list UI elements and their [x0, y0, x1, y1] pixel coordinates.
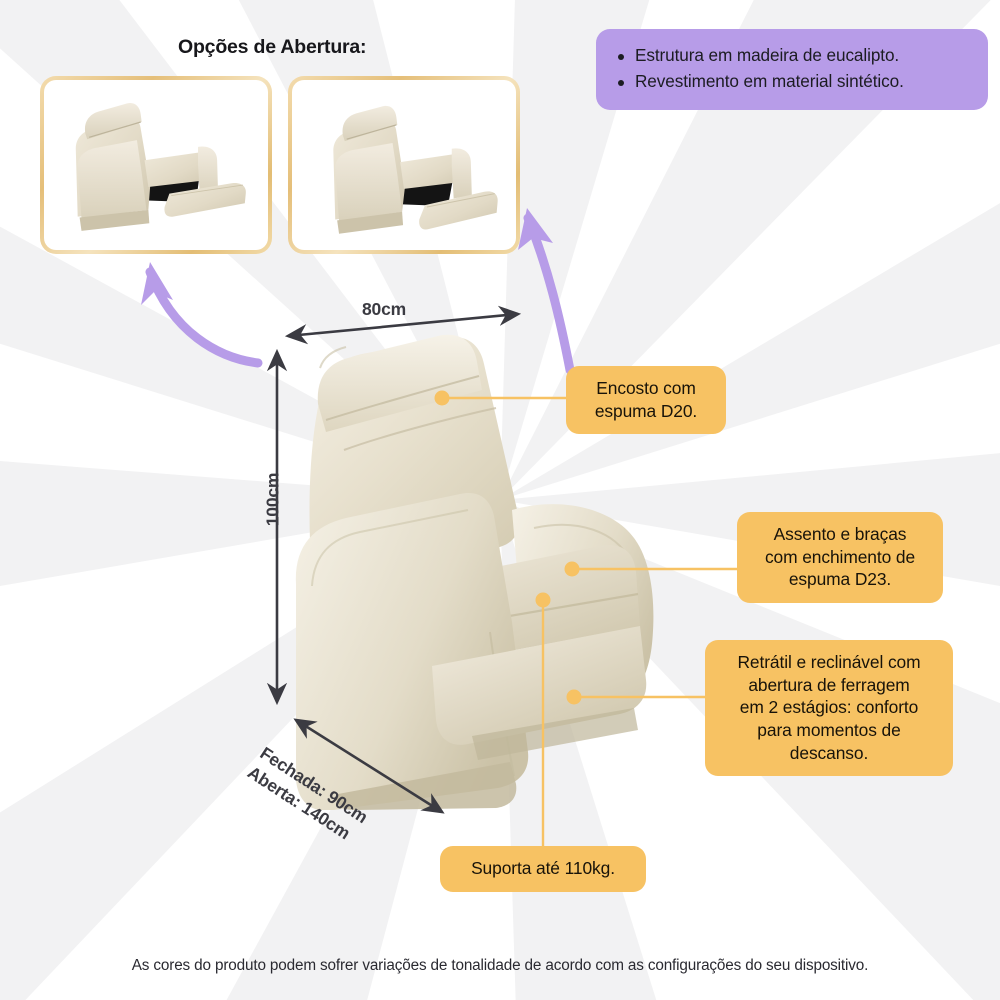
spec-item: Revestimento em material sintético. [614, 69, 972, 94]
thumbnail-1-inner [44, 80, 268, 250]
callout-retratil-line-4: para momentos de [757, 719, 901, 740]
purple-arrow-right-head [518, 208, 553, 250]
callout-retratil-line-5: descanso. [789, 742, 869, 763]
purple-arrow-left-curve [145, 267, 263, 368]
specs-list: Estrutura em madeira de eucalipto. Reves… [614, 43, 972, 95]
spec-item: Estrutura em madeira de eucalipto. [614, 43, 972, 68]
callout-assento: Assento e braças com enchimento de espum… [737, 512, 943, 603]
recliner-stage2-illustration [333, 105, 498, 234]
opening-option-thumbnail-1[interactable] [40, 76, 272, 254]
callout-suporta-line-1: Suporta até 110kg. [471, 858, 615, 878]
thumbnail-2-inner [292, 80, 516, 250]
bullet-dot-icon [618, 80, 624, 87]
callout-assento-line-3: espuma D23. [788, 569, 892, 590]
specs-panel: Estrutura em madeira de eucalipto. Reves… [596, 29, 988, 110]
page-title: Opções de Abertura: [178, 36, 367, 58]
spec-item-label: Estrutura em madeira de eucalipto. [635, 45, 900, 65]
callout-suporta: Suporta até 110kg. [440, 846, 646, 892]
callout-assento-line-1: Assento e braças [773, 524, 907, 544]
dimension-label-height: 100cm [262, 472, 283, 527]
bullet-dot-icon [618, 54, 624, 60]
dimension-label-width: 80cm [362, 299, 406, 319]
callout-retratil-line-1: Retrátil e reclinável com [737, 652, 921, 672]
callout-encosto-line-1: Encosto com [596, 378, 696, 398]
callout-retratil-line-2: abertura de ferragem [748, 674, 910, 695]
spec-item-label: Revestimento em material sintético. [635, 71, 904, 92]
recliner-stage1-illustration [75, 103, 246, 231]
purple-arrow-left-head [141, 262, 173, 305]
footer-disclaimer: As cores do produto podem sofrer variaçõ… [131, 957, 869, 974]
callout-encosto: Encosto com espuma D20. [566, 366, 726, 435]
callout-retratil-line-3: em 2 estágios: conforto [739, 697, 919, 718]
opening-option-thumbnail-2[interactable] [288, 76, 520, 254]
callout-assento-line-2: com enchimento de [764, 546, 916, 567]
callout-encosto-line-2: espuma D20. [594, 400, 698, 421]
callout-retratil: Retrátil e reclinável com abertura de fe… [705, 640, 953, 777]
